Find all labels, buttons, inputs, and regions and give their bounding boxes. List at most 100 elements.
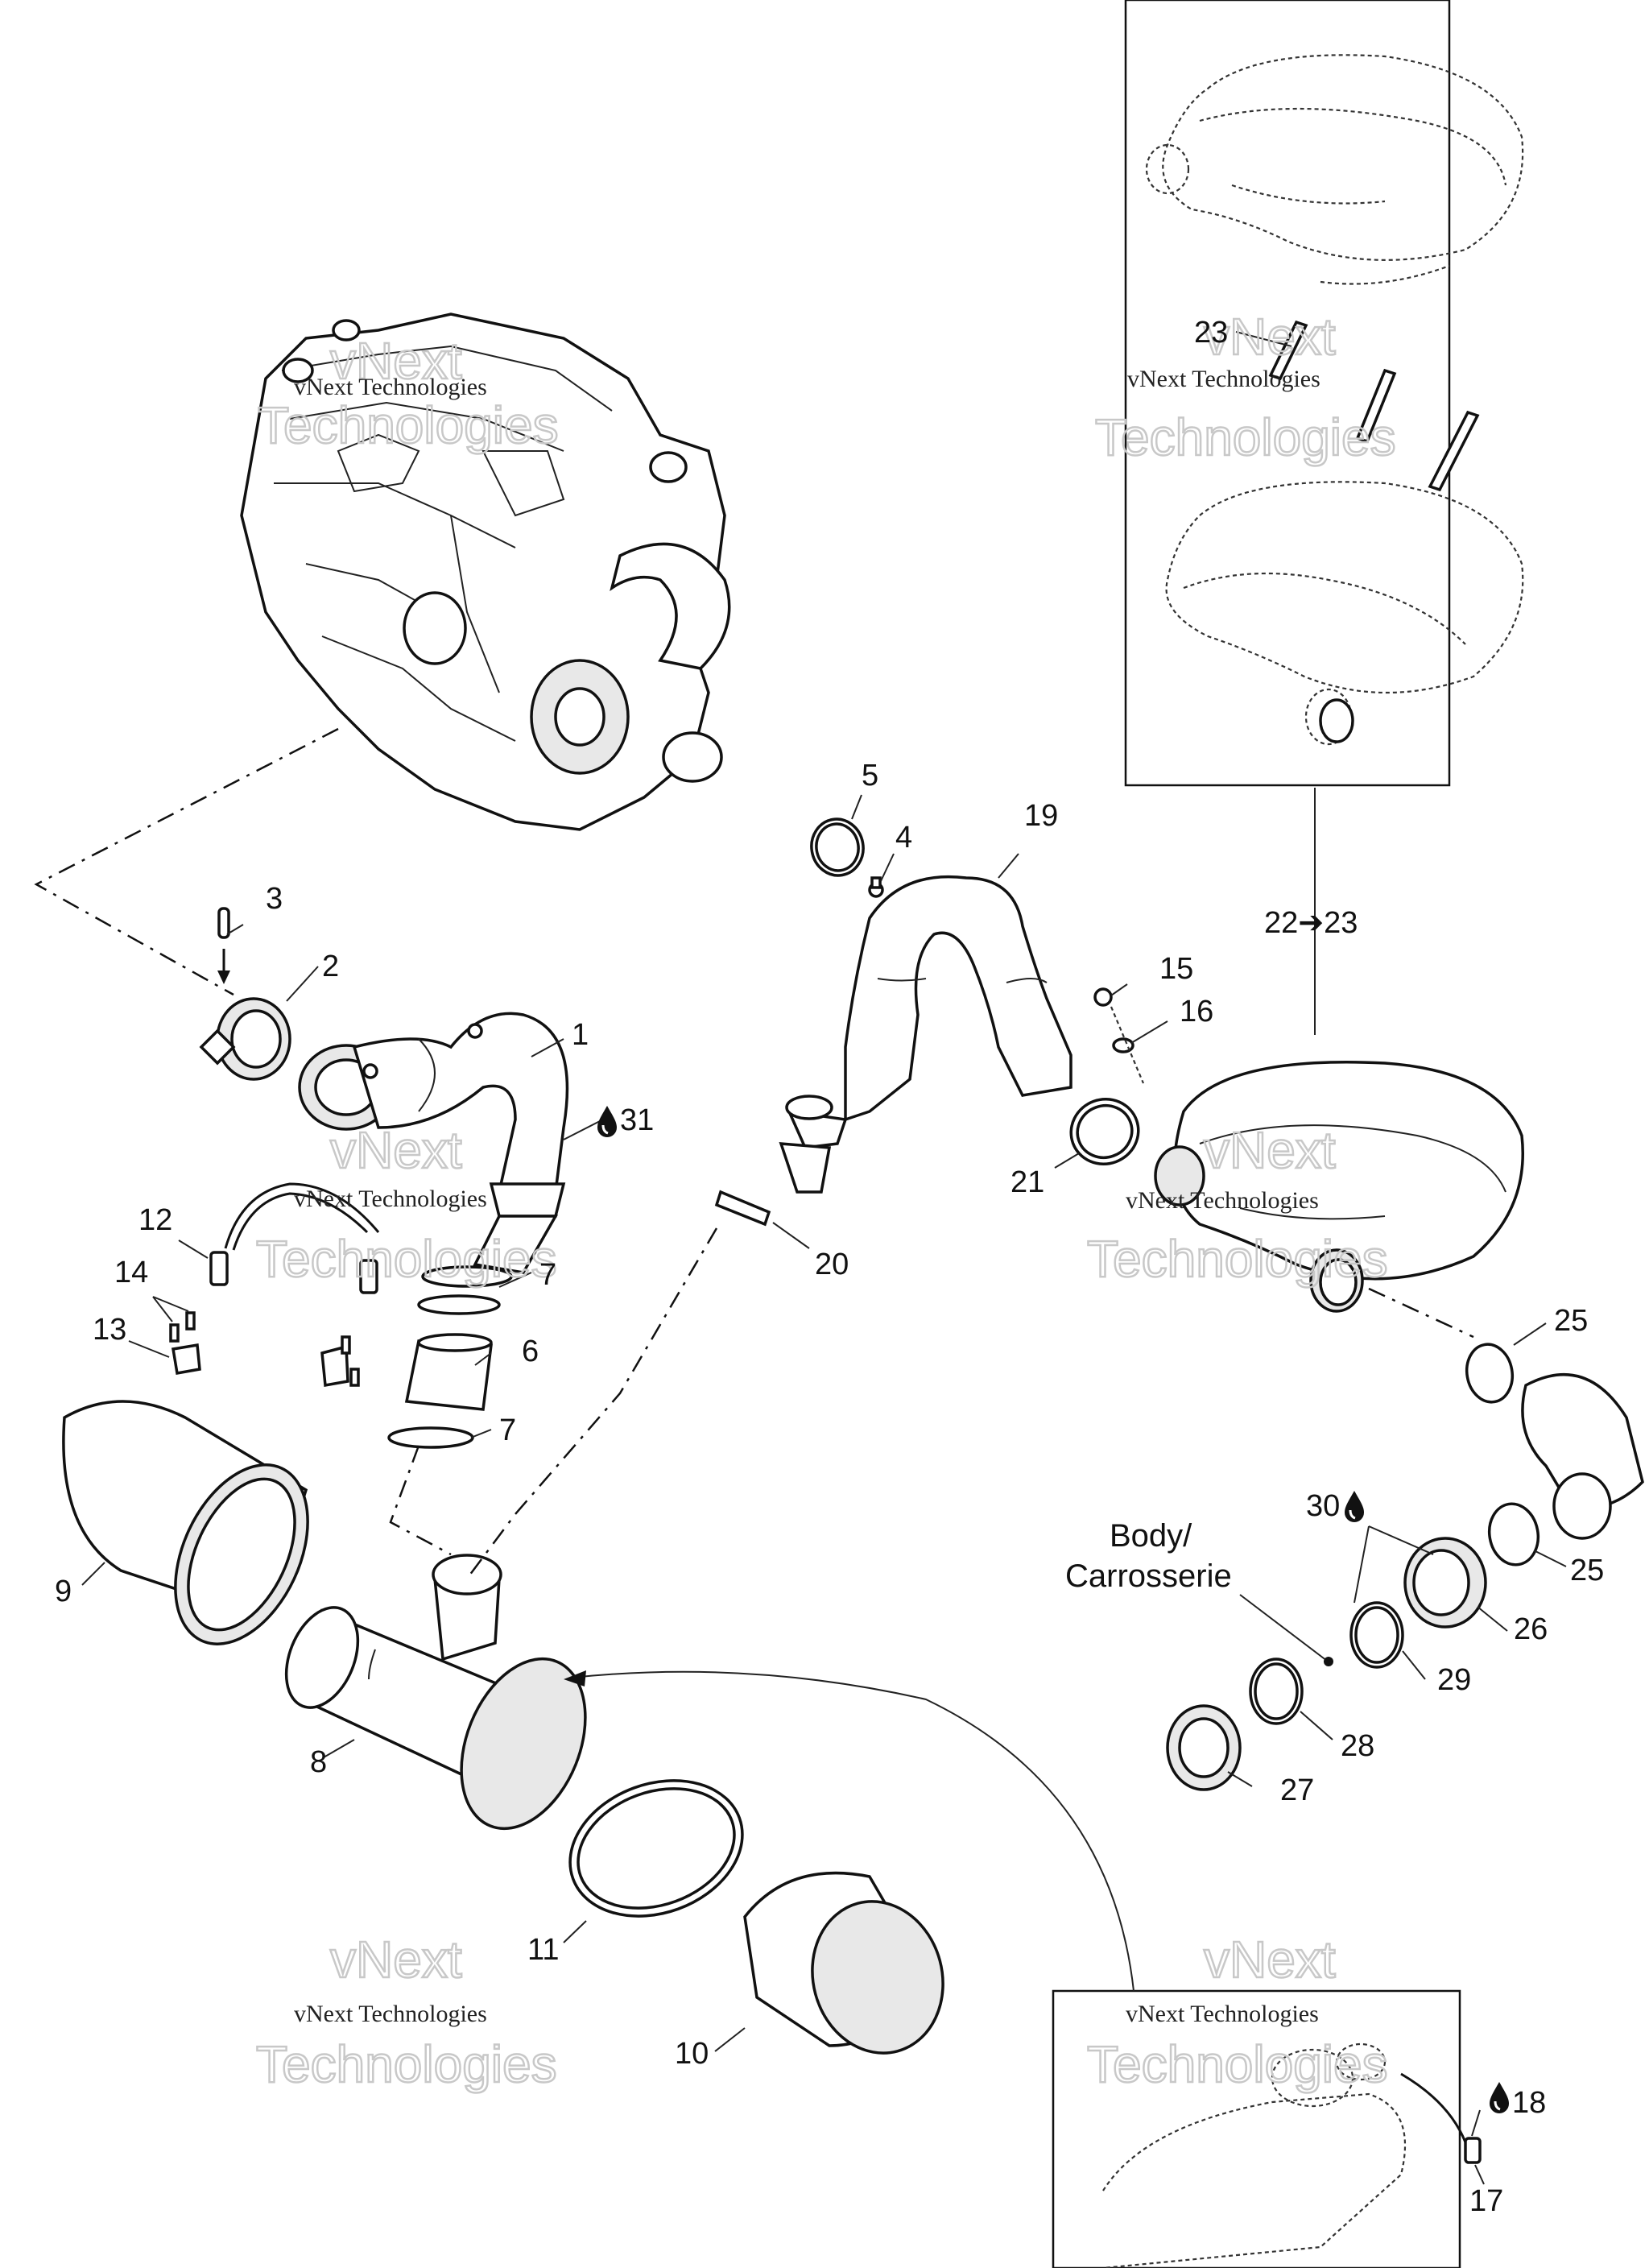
drop-icon [597,1106,617,1137]
callout-6: 6 [522,1335,539,1368]
callout-25-lower: 25 [1570,1554,1604,1587]
ring-part-11 [568,1779,744,1918]
clip-part-20 [714,1190,771,1227]
callout-30: 30 [1306,1489,1340,1523]
callout-18: 18 [1512,2086,1546,2120]
clamp-part-7-upper [417,1265,513,1315]
watermark-4: vNext Technologies vNext Technologies [1086,1120,1389,1289]
svg-text:vNext: vNext [330,332,462,390]
callout-7-upper: 7 [539,1258,556,1292]
elbow-part-25 [1521,1372,1644,1540]
screw-part-14 [169,1311,360,1387]
callout-12: 12 [138,1203,172,1237]
svg-text:Technologies: Technologies [1095,408,1396,466]
svg-text:vNext: vNext [1204,1121,1336,1179]
cap-part-10 [743,1871,944,2055]
svg-text:vNext: vNext [1204,308,1336,366]
callout-20: 20 [815,1248,849,1281]
clamp-part-2 [199,997,291,1081]
callout-17: 17 [1469,2184,1503,2218]
callout-26: 26 [1514,1612,1548,1646]
callout-5: 5 [862,759,878,793]
leader-lines [81,331,1567,2185]
ring-part-29 [1349,1601,1404,1669]
engine-assembly [240,312,731,831]
callout-25-upper: 25 [1554,1304,1588,1338]
muffler-part-8 [284,1554,587,1831]
watermark-3: vNext Technologies vNext Technologies [255,1120,558,1289]
callout-2: 2 [322,950,339,983]
svg-text:Technologies: Technologies [256,2035,557,2093]
body-leader [1239,1594,1328,1662]
callout-14: 14 [114,1256,148,1289]
callout-21: 21 [1010,1165,1044,1199]
callout-1: 1 [572,1018,589,1052]
bracket-part-13 [171,1343,349,1388]
callout-3: 3 [266,882,283,916]
fitting-part-26 [1403,1537,1487,1629]
callout-4: 4 [895,821,912,855]
callout-15: 15 [1159,952,1193,986]
svg-text:vNext Technologies: vNext Technologies [294,374,487,400]
clamp-part-5 [810,817,865,877]
hose-connector-dash [466,1227,718,1579]
resonator-outlet-dash [1368,1287,1474,1339]
inset-box-top [1124,0,1451,787]
inset-bottom-parts [1102,2042,1482,2268]
nut-part-27 [1166,1704,1242,1791]
air-hose-part-19 [779,875,1072,1194]
inset-box-bottom [1052,1989,1461,2268]
callout-10: 10 [675,2037,709,2071]
svg-text:Technologies: Technologies [258,396,559,454]
svg-text:vNext Technologies: vNext Technologies [294,1186,487,1212]
svg-text:Technologies: Technologies [1087,2035,1388,2093]
clamp-part-25-lower [1487,1502,1540,1566]
svg-text:Technologies: Technologies [1087,1230,1388,1288]
svg-text:vNext Technologies: vNext Technologies [1126,1187,1319,1214]
body-note-line2: Carrosserie [1065,1558,1232,1594]
callout-28: 28 [1341,1729,1374,1763]
engine-connector-line [34,727,339,996]
body-point [1324,1657,1333,1666]
svg-text:vNext: vNext [330,1931,462,1989]
intake-hose-part-1 [298,1012,569,1274]
svg-text:Technologies: Technologies [256,1230,557,1288]
pin-part-3 [217,907,230,984]
svg-text:vNext: vNext [330,1121,462,1179]
callout-8: 8 [310,1745,327,1779]
body-note-line1: Body/ [1110,1518,1192,1554]
watermark-2: vNext Technologies vNext Technologies [1094,307,1397,468]
callout-labels: 1 2 3 4 5 6 7 7 8 9 10 11 12 13 14 15 16… [55,316,1604,2218]
callout-7-lower: 7 [499,1413,516,1447]
callout-23: 23 [1194,316,1228,350]
screw-part-4 [868,876,884,898]
inset-bottom-arrow [571,1670,1134,1992]
cover-part-9 [62,1400,309,1645]
svg-text:vNext Technologies: vNext Technologies [294,2001,487,2027]
callout-9: 9 [55,1575,72,1608]
svg-text:vNext Technologies: vNext Technologies [1127,366,1320,392]
washer-part-16 [1110,1006,1145,1084]
watermark-6: vNext Technologies vNext Technologies [1086,1930,1389,2095]
watermark-5: vNext Technologies vNext Technologies [255,1930,558,2095]
callout-13: 13 [93,1313,126,1347]
svg-text:vNext: vNext [1204,1931,1336,1989]
ring-part-28 [1249,1658,1304,1725]
callout-31: 31 [620,1103,654,1137]
bolt-part-15 [1093,987,1113,1007]
sleeve-part-6 [404,1333,493,1411]
callout-27: 27 [1280,1773,1314,1807]
svg-text:vNext Technologies: vNext Technologies [1126,2001,1319,2027]
callout-22-23: 22➔23 [1264,906,1358,940]
callout-16: 16 [1180,995,1213,1028]
clamp-part-21 [1069,1098,1140,1165]
callout-19: 19 [1024,799,1058,833]
drop-icon [1490,2082,1509,2113]
clamp-part-25-upper [1465,1343,1515,1404]
drop-icon [1345,1491,1364,1522]
resonator-part-22 [1154,1061,1524,1313]
inset-top-parts [1145,54,1524,746]
clamp-part-7-lower [387,1426,474,1449]
sleeve-leader-dash [389,1445,452,1556]
